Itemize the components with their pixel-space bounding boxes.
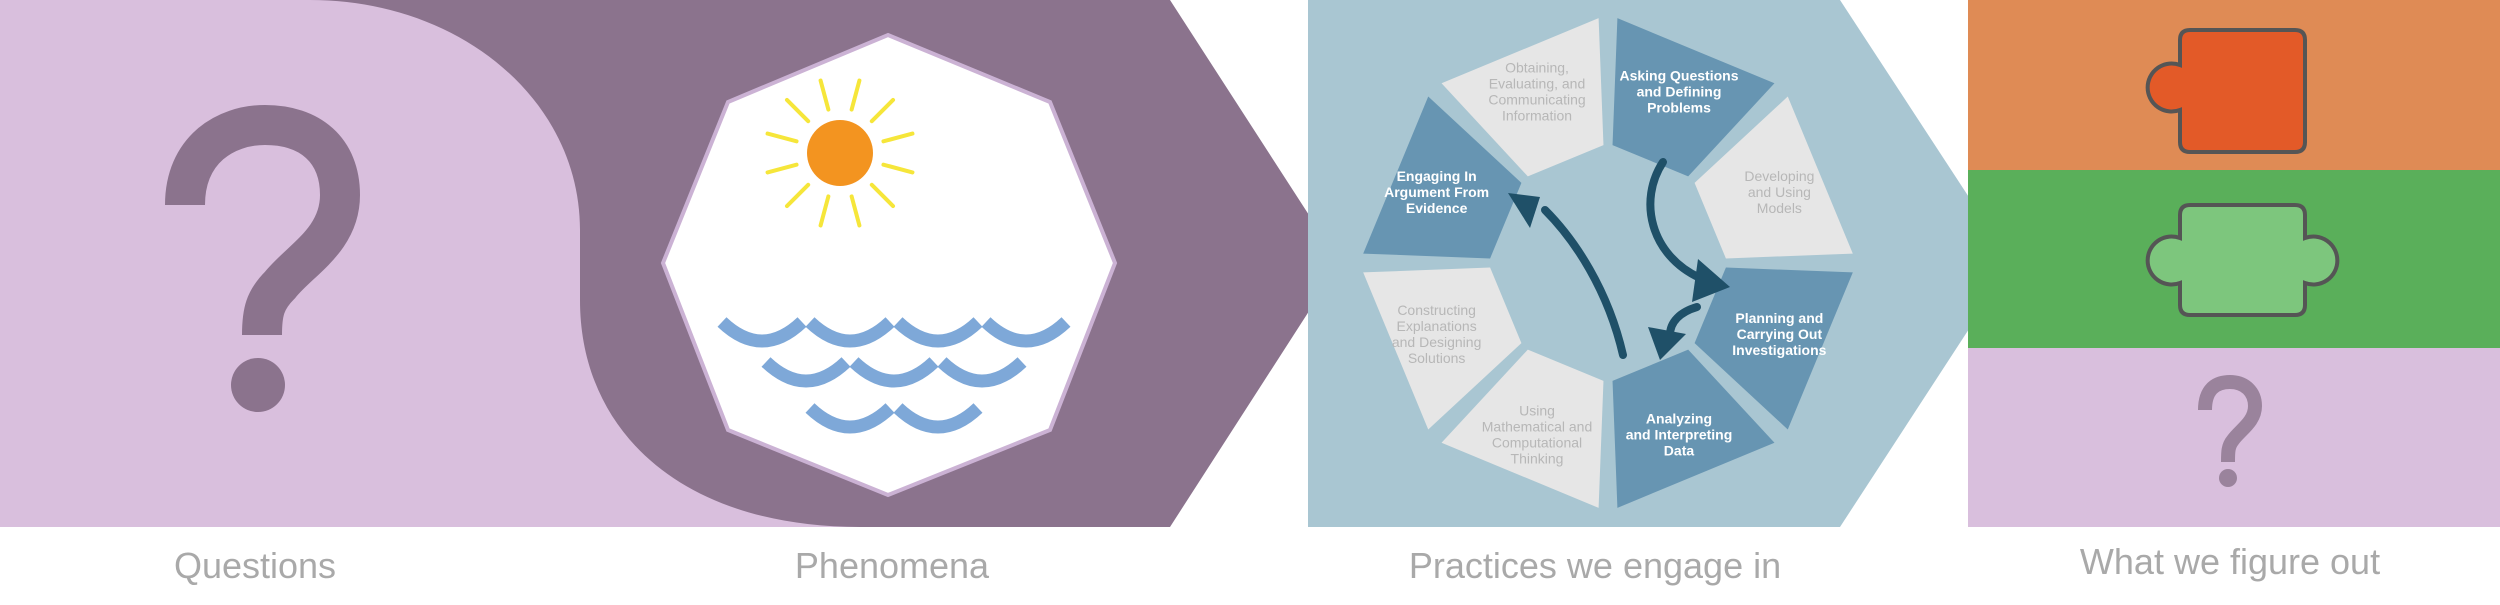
wave: [717, 317, 807, 348]
wave: [805, 403, 895, 434]
puzzle-piece-icon: [2145, 28, 2307, 154]
figure-out-panel: [1968, 0, 2500, 527]
practice-segment-asking: [1612, 18, 1775, 177]
caption-figure-out: What we figure out: [2080, 541, 2380, 582]
sun-ray: [849, 78, 862, 112]
practice-segment-math: [1441, 349, 1604, 508]
sun-ray: [869, 97, 896, 124]
waves-icon: [717, 317, 1071, 434]
sun-icon: [765, 78, 915, 228]
practice-segment-models: [1694, 96, 1853, 259]
practice-segment-argument: [1363, 96, 1522, 259]
sun-ray: [784, 182, 811, 209]
wave: [893, 403, 983, 434]
cycle-arrows-icon: [1508, 158, 1730, 360]
wave: [981, 317, 1071, 348]
caption-questions: Questions: [174, 545, 336, 586]
sun-ray: [784, 97, 811, 124]
caption-phenomena: Phenomena: [795, 545, 990, 586]
sun-ray: [818, 194, 831, 228]
question-mark-icon: [2198, 374, 2263, 487]
practice-segment-communicating: [1441, 18, 1604, 177]
wave: [761, 357, 851, 388]
wave: [937, 357, 1027, 388]
practice-segment-explanations: [1363, 267, 1522, 430]
practices-background: [1308, 0, 2012, 527]
wave: [805, 317, 895, 348]
caption-practices: Practices we engage in: [1409, 545, 1781, 586]
sun-ray: [765, 131, 799, 144]
sun-ray: [881, 162, 915, 175]
sun-ray: [869, 182, 896, 209]
questions-phenomena-panel: [0, 0, 1340, 527]
sun-ray: [818, 78, 831, 112]
practice-segment-data: [1612, 349, 1775, 508]
sun-ray: [849, 194, 862, 228]
question-mark-icon: [165, 104, 361, 412]
sun-ray: [881, 131, 915, 144]
sun-ray: [765, 162, 799, 175]
puzzle-piece-icon: [2145, 203, 2340, 317]
wave: [849, 357, 939, 388]
phenomena-heptagon: [660, 32, 1118, 498]
practice-segment-investigations: [1694, 267, 1853, 430]
wave: [893, 317, 983, 348]
